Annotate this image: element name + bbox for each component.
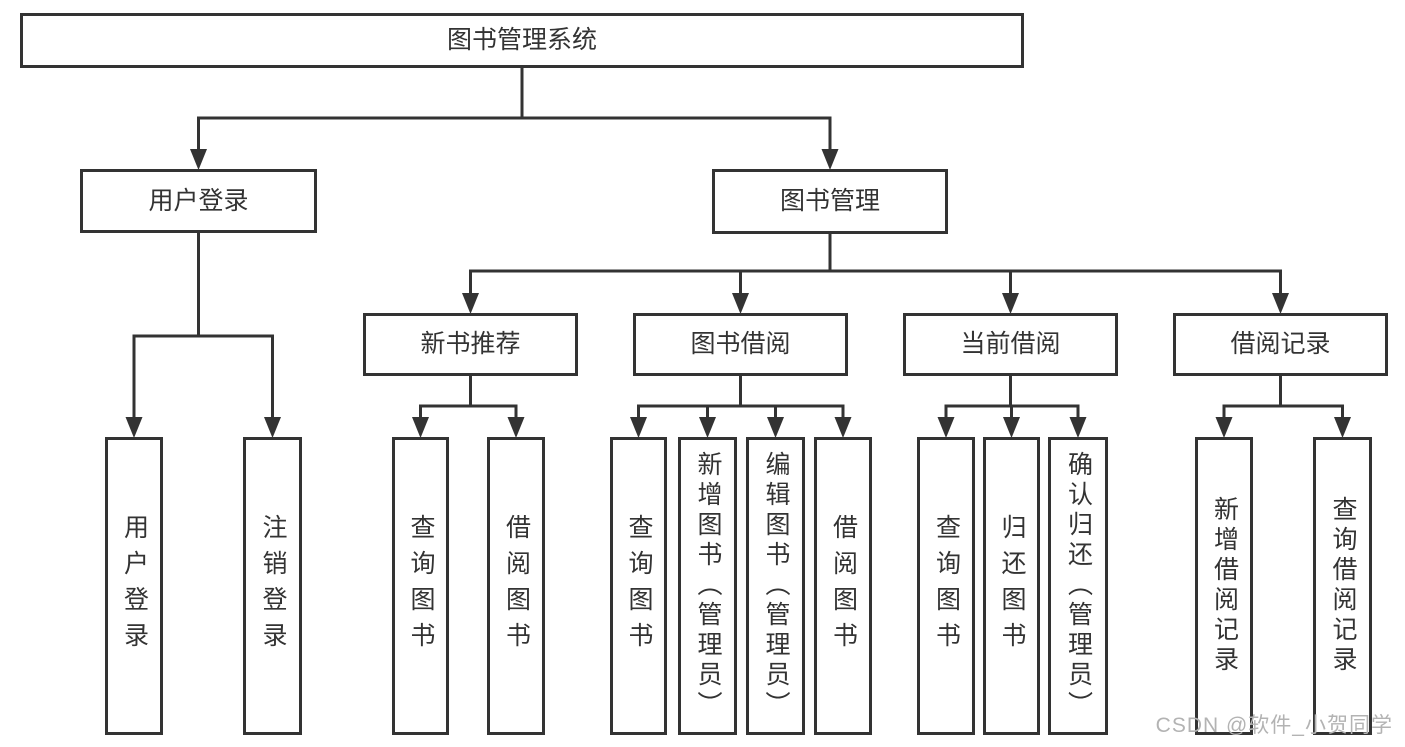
node-label: 查询图书 — [407, 514, 435, 658]
diagram-node-leaf-bb-add: 新增图书（管理员） — [678, 437, 737, 735]
diagram-node-leaf-cb-return: 归还图书 — [983, 437, 1040, 735]
node-label: 用户登录 — [120, 514, 149, 658]
node-label: 查询借阅记录 — [1329, 496, 1357, 676]
node-label: 归还图书 — [998, 514, 1026, 658]
diagram-node-current-borrow: 当前借阅 — [903, 313, 1118, 376]
arrowhead-icon — [190, 149, 207, 170]
node-label: 用户登录 — [148, 186, 249, 215]
arrowhead-icon — [699, 417, 716, 438]
diagram-node-leaf-br-add: 新增借阅记录 — [1195, 437, 1253, 735]
arrowhead-icon — [821, 149, 839, 170]
diagram-node-user-login: 用户登录 — [80, 169, 317, 233]
diagram-node-leaf-bb-edit: 编辑图书（管理员） — [746, 437, 805, 735]
arrowhead-icon — [732, 293, 749, 314]
arrowhead-icon — [834, 417, 852, 438]
arrowhead-icon — [1069, 417, 1087, 438]
node-label: 当前借阅 — [960, 330, 1061, 358]
arrowhead-icon — [630, 417, 647, 438]
node-label: 借阅图书 — [829, 514, 858, 658]
diagram-node-leaf-cb-query: 查询图书 — [917, 437, 975, 735]
diagram-node-leaf-nbr-query: 查询图书 — [392, 437, 449, 735]
node-label: 确认归还（管理员） — [1064, 451, 1093, 721]
diagram-node-leaf-nbr-borrow: 借阅图书 — [487, 437, 545, 735]
arrowhead-icon — [1003, 417, 1020, 438]
diagram-node-root: 图书管理系统 — [20, 13, 1024, 68]
diagram-node-book-mgmt: 图书管理 — [712, 169, 948, 234]
diagram-node-leaf-bb-borrow: 借阅图书 — [814, 437, 872, 735]
node-label: 借阅图书 — [502, 514, 531, 658]
arrowhead-icon — [1272, 293, 1289, 314]
node-label: 新增图书（管理员） — [694, 451, 722, 721]
arrowhead-icon — [1215, 417, 1233, 438]
diagram-node-new-book-rec: 新书推荐 — [363, 313, 578, 376]
node-label: 查询图书 — [932, 514, 961, 658]
arrowhead-icon — [1002, 293, 1019, 314]
node-label: 编辑图书（管理员） — [762, 451, 790, 721]
diagram-node-leaf-user-login: 用户登录 — [105, 437, 163, 735]
node-label: 新书推荐 — [420, 330, 521, 358]
node-label: 新增借阅记录 — [1210, 496, 1239, 676]
arrowhead-icon — [412, 417, 429, 438]
node-label: 图书管理 — [779, 187, 880, 215]
arrowhead-icon — [125, 417, 143, 438]
arrowhead-icon — [1334, 417, 1351, 438]
diagram-node-leaf-bb-query: 查询图书 — [610, 437, 667, 735]
arrowhead-icon — [767, 417, 784, 438]
watermark-text: CSDN @软件_小贺同学 — [1155, 714, 1393, 737]
diagram-node-leaf-cb-confirm: 确认归还（管理员） — [1048, 437, 1108, 735]
node-label: 图书管理系统 — [446, 26, 597, 54]
node-label: 注销登录 — [259, 514, 287, 658]
node-label: 借阅记录 — [1230, 330, 1331, 358]
arrowhead-icon — [462, 293, 479, 314]
arrowhead-icon — [937, 417, 955, 438]
diagram-node-borrow-record: 借阅记录 — [1173, 313, 1388, 376]
arrowhead-icon — [507, 417, 525, 438]
arrowhead-icon — [264, 417, 281, 438]
node-label: 图书借阅 — [690, 330, 791, 358]
diagram-node-leaf-logout: 注销登录 — [243, 437, 302, 735]
node-label: 查询图书 — [625, 514, 653, 658]
diagram-node-leaf-br-query: 查询借阅记录 — [1313, 437, 1372, 735]
diagram-node-book-borrow: 图书借阅 — [633, 313, 848, 376]
